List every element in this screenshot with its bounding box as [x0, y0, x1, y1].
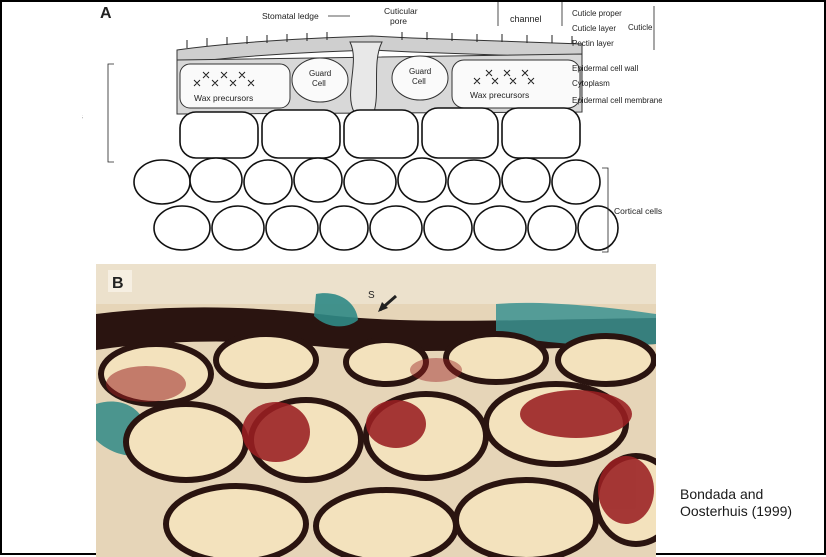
label-epidermal-cell-membrane: Epidermal cell membrane	[572, 96, 662, 105]
label-cuticle-layer: Cuticle layer	[572, 24, 616, 33]
panel-a-diagram: A Stomatal ledge Cuticular pore	[82, 2, 662, 260]
cortical-cells	[134, 158, 618, 250]
panel-b-micrograph: B S	[96, 264, 656, 557]
label-pectin-layer: Pectin layer	[572, 39, 614, 48]
label-wax-precursors-right: Wax precursors	[470, 90, 529, 100]
attribution: Bondada and Oosterhuis (1999)	[680, 486, 820, 520]
micrograph-cells	[101, 334, 656, 557]
epidermis-inner-cells	[180, 108, 580, 158]
label-cytoplasm: Cytoplasm	[572, 79, 610, 88]
guard-right-line1: Guard	[409, 67, 431, 76]
label-double-layered-epidermis: Double layered epidermis	[82, 92, 83, 121]
label-channel: channel	[510, 14, 542, 24]
label-wax-precursors-left: Wax precursors	[194, 93, 253, 103]
guard-left-line2: Cell	[312, 79, 326, 88]
epidermis-bracket	[108, 64, 114, 162]
label-cuticular-pore: Cuticular pore	[384, 6, 420, 26]
label-cuticular-pore-line1: Cuticular	[384, 6, 418, 16]
label-cuticle: Cuticle	[628, 23, 653, 32]
panel-a-letter: A	[100, 5, 112, 22]
panel-b-letter: B	[112, 275, 124, 292]
label-cortical-cells: Cortical cells	[614, 206, 662, 216]
label-stomatal-ledge: Stomatal ledge	[262, 11, 319, 21]
guard-right-line2: Cell	[412, 77, 426, 86]
label-cuticle-proper: Cuticle proper	[572, 9, 622, 18]
label-cuticular-pore-line2: pore	[390, 16, 407, 26]
epidermis-line3: epidermis	[82, 112, 83, 121]
guard-left-line1: Guard	[309, 69, 331, 78]
label-epidermal-cell-wall: Epidermal cell wall	[572, 64, 638, 73]
stoma-label: S	[368, 290, 375, 301]
